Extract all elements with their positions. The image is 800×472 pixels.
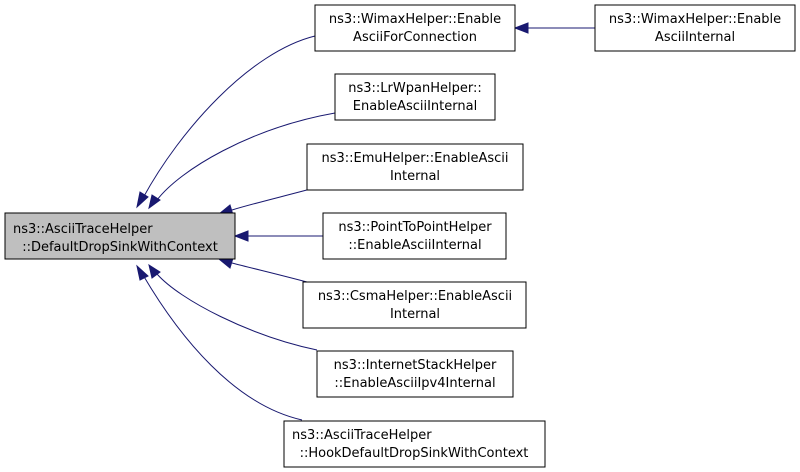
arrowhead-wimax-internal xyxy=(513,22,529,34)
node-root-line-1: ns3::AsciiTraceHelper xyxy=(13,222,153,237)
edge-inet xyxy=(156,273,318,351)
arrowhead-p2p xyxy=(233,230,249,242)
node-p2p-line-2: ::EnableAsciiInternal xyxy=(348,238,481,253)
edge-hook xyxy=(142,274,303,421)
node-emu-line-2: Internal xyxy=(390,169,440,184)
edge-emu xyxy=(231,186,319,211)
node-csma[interactable]: ns3::CsmaHelper::EnableAscii Internal xyxy=(302,281,527,329)
node-wimax-conn-line-1: ns3::WimaxHelper::Enable xyxy=(329,12,501,27)
node-root-line-2: ::DefaultDropSinkWithContext xyxy=(22,240,218,255)
node-wimax-conn[interactable]: ns3::WimaxHelper::Enable AsciiForConnect… xyxy=(314,4,516,52)
node-lrwpan-line-2: EnableAsciiInternal xyxy=(353,99,477,114)
node-csma-line-1: ns3::CsmaHelper::EnableAscii xyxy=(318,289,512,304)
node-p2p[interactable]: ns3::PointToPointHelper ::EnableAsciiInt… xyxy=(322,212,507,260)
node-inet-line-1: ns3::InternetStackHelper xyxy=(334,358,497,373)
arrowhead-wimax-conn xyxy=(136,191,149,209)
node-wimax-internal-line-1: ns3::WimaxHelper::Enable xyxy=(609,12,781,27)
node-csma-line-2: Internal xyxy=(390,307,440,322)
node-emu[interactable]: ns3::EmuHelper::EnableAscii Internal xyxy=(306,143,524,191)
node-hook[interactable]: ns3::AsciiTraceHelper ::HookDefaultDropS… xyxy=(283,420,546,468)
node-wimax-conn-line-2: AsciiForConnection xyxy=(353,30,477,45)
node-emu-line-1: ns3::EmuHelper::EnableAscii xyxy=(322,151,509,166)
node-wimax-internal[interactable]: ns3::WimaxHelper::Enable AsciiInternal xyxy=(594,4,796,52)
edge-wimax-conn xyxy=(142,35,316,199)
node-hook-line-1: ns3::AsciiTraceHelper xyxy=(292,428,432,443)
node-wimax-internal-line-2: AsciiInternal xyxy=(655,30,735,45)
node-hook-line-2: ::HookDefaultDropSinkWithContext xyxy=(300,446,529,461)
node-p2p-line-1: ns3::PointToPointHelper xyxy=(338,220,492,235)
node-inet[interactable]: ns3::InternetStackHelper ::EnableAsciiIp… xyxy=(316,350,514,398)
node-inet-line-2: ::EnableAsciiIpv4Internal xyxy=(334,376,495,391)
arrowhead-lrwpan xyxy=(148,194,161,210)
node-root[interactable]: ns3::AsciiTraceHelper ::DefaultDropSinkW… xyxy=(4,212,236,260)
edge-lrwpan xyxy=(156,112,336,201)
arrowhead-hook xyxy=(136,264,149,281)
node-lrwpan[interactable]: ns3::LrWpanHelper:: EnableAsciiInternal xyxy=(334,73,496,121)
node-lrwpan-line-1: ns3::LrWpanHelper:: xyxy=(348,81,481,96)
arrowhead-inet xyxy=(148,263,161,279)
